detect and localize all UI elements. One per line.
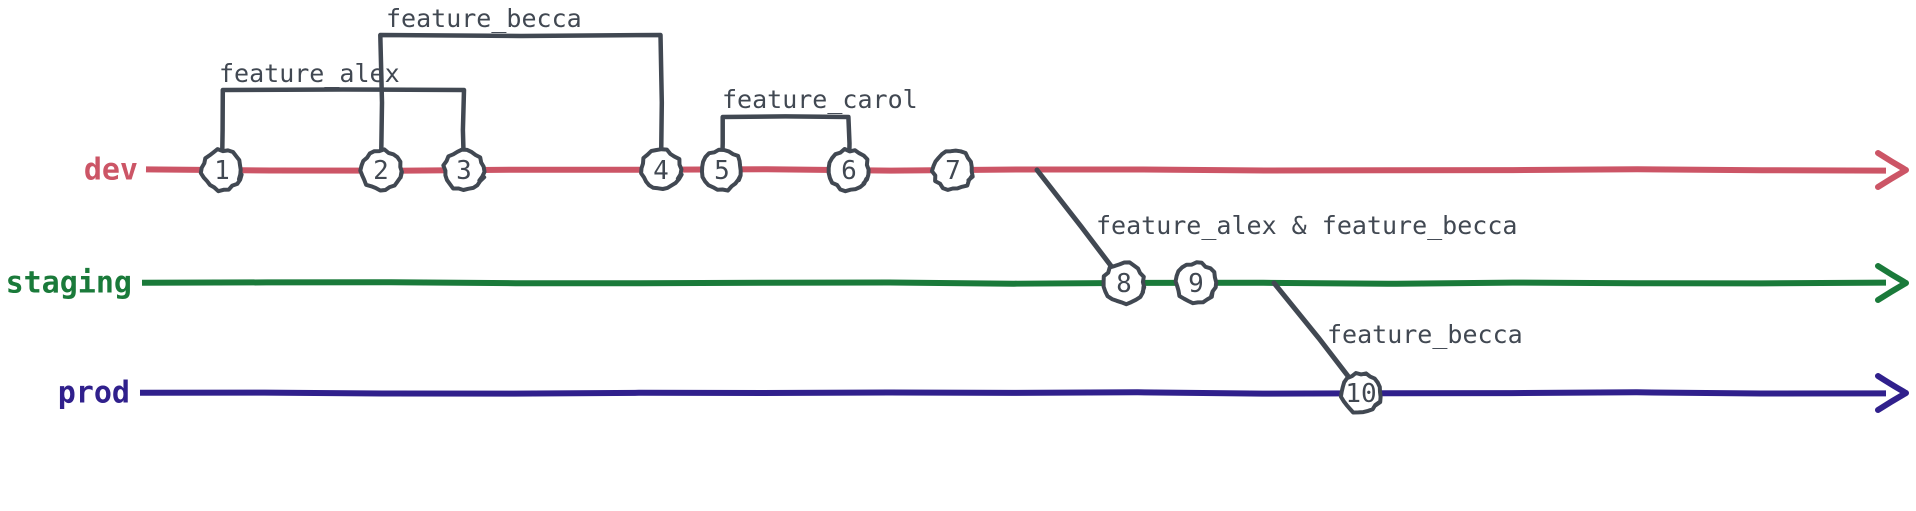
commit-node-number-6: 6 [841,156,857,186]
merge-lines-group: feature_alex & feature_becca feature_becc… [1034,167,1523,396]
merge-staging-to-prod-path [1271,280,1364,396]
feature-label-feature_alex: feature_alex [219,59,400,88]
merge-dev-to-staging-label: feature_alex & feature_becca [1096,211,1517,240]
commit-node-ring-2 [358,147,404,193]
commit-node-ring-4 [639,147,684,191]
commit-nodes-group: 1 2 3 4 5 6 7 8 9 10 [198,147,1383,415]
feature-label-feature_becca: feature_becca [386,4,582,33]
branch-lines-group [139,150,1909,413]
commit-node-number-5: 5 [714,156,730,186]
commit-node-ring-6 [826,147,871,194]
commit-node-number-2: 2 [373,156,389,186]
commit-node-number-1: 1 [214,156,230,186]
branch-arrowhead-dev [1875,150,1909,190]
merge-dev-to-staging: feature_alex & feature_becca [1034,167,1517,286]
commit-node-5[interactable]: 5 [700,147,743,193]
commit-node-3[interactable]: 3 [441,147,487,192]
commit-node-10[interactable]: 10 [1338,371,1383,415]
commit-node-ring-9 [1173,260,1219,306]
commit-node-2[interactable]: 2 [358,147,404,193]
feature-bracket-feature_becca: feature_becca [378,4,665,173]
branch-labels-group: dev staging prod [6,153,138,411]
branch-stroke-prod [139,389,1887,397]
commit-node-number-9: 9 [1188,269,1204,299]
commit-node-ring-8 [1101,260,1147,307]
merge-staging-to-prod: feature_becca [1271,280,1523,396]
commit-node-number-3: 3 [456,156,472,186]
commit-node-6[interactable]: 6 [826,147,871,194]
commit-node-ring-1 [198,147,244,194]
commit-node-number-8: 8 [1116,269,1132,299]
feature-bracket-feature_alex: feature_alex [219,59,467,173]
branch-line-prod [139,373,1909,413]
commit-node-number-4: 4 [653,156,669,186]
branch-label-prod: prod [58,376,130,411]
merge-dev-to-staging-path [1034,167,1127,286]
bracket-path-feature_carol [719,114,852,173]
commit-node-4[interactable]: 4 [639,147,684,191]
commit-node-9[interactable]: 9 [1173,260,1219,306]
commit-node-number-10: 10 [1345,379,1376,409]
commit-node-8[interactable]: 8 [1101,260,1147,307]
commit-node-ring-10 [1338,371,1383,415]
feature-bracket-feature_carol: feature_carol [719,85,918,173]
commit-node-ring-3 [441,147,487,192]
commit-node-1[interactable]: 1 [198,147,244,194]
branch-arrowhead-staging [1875,263,1909,303]
feature-label-feature_carol: feature_carol [722,85,918,114]
bracket-path-feature_becca [378,32,665,173]
branch-line-dev [145,150,1909,190]
commit-node-number-7: 7 [945,156,961,186]
feature-brackets-group: feature_alex feature_becca feature_carol [219,4,918,173]
branch-label-staging: staging [6,266,132,301]
branch-label-dev: dev [84,153,138,188]
branch-line-staging [141,263,1909,303]
branch-stroke-staging [141,279,1887,287]
bracket-path-feature_alex [219,87,467,173]
commit-node-7[interactable]: 7 [929,148,975,192]
branch-arrowhead-prod [1875,373,1909,413]
branch-stroke-dev [145,166,1887,174]
commit-node-ring-7 [929,148,975,192]
commit-node-ring-5 [700,147,743,193]
merge-staging-to-prod-label: feature_becca [1327,320,1523,349]
